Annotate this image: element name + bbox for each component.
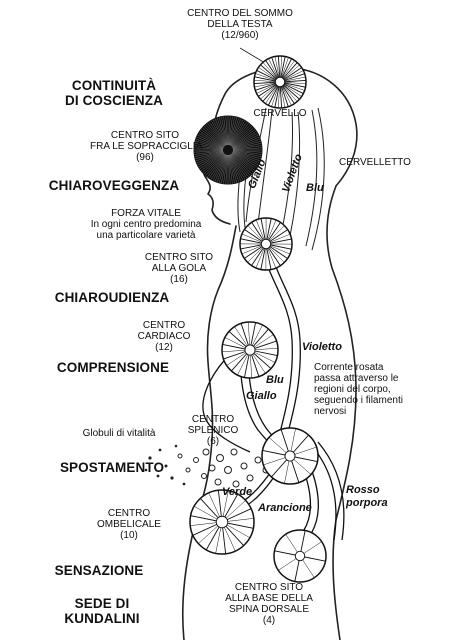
label-base-center: CENTRO SITO ALLA BASE DELLA SPINA DORSAL… xyxy=(214,582,324,626)
flow-purple-line1: Rosso xyxy=(346,484,380,496)
note-vital-force-line2: In ogni centro predomina xyxy=(90,219,202,230)
flow-orange: Arancione xyxy=(258,502,312,514)
label-throat-center: CENTRO SITO ALLA GOLA (16) xyxy=(134,252,224,285)
label-navel-line2: OMBELICALE xyxy=(97,519,161,530)
label-crown-center: CENTRO DEL SOMMO DELLA TESTA (12/960) xyxy=(180,8,300,41)
back-outline xyxy=(326,185,357,640)
label-spleen-line1: CENTRO xyxy=(191,414,235,425)
front-outline xyxy=(181,225,237,640)
faculty-continuity-line1: CONTINUITÀ xyxy=(71,78,157,93)
label-cerebellum: CERVELLETTO xyxy=(339,157,411,168)
flow-blue-upper: Blu xyxy=(306,182,324,194)
label-crown-line2: DELLA TESTA xyxy=(207,19,273,30)
note-rose-current-line1: Corrente rosata xyxy=(314,362,384,373)
label-crown-line3: (12/960) xyxy=(221,30,259,41)
label-heart-line3: (12) xyxy=(155,342,173,353)
heart-chakra-icon xyxy=(221,321,279,379)
label-spleen-line2: SPLENICO xyxy=(187,425,239,436)
flow-yellow-lower: Giallo xyxy=(246,390,277,402)
label-navel-center: CENTRO OMBELICALE (10) xyxy=(84,508,174,541)
note-vital-force-line3: una particolare varietà xyxy=(96,230,196,241)
flow-purple: Rosso porpora xyxy=(346,484,388,510)
faculty-clairaudience: CHIAROUDIENZA xyxy=(54,290,170,305)
note-rose-current: Corrente rosata passa attraverso le regi… xyxy=(314,362,434,417)
note-vital-force-line1: FORZA VITALE xyxy=(111,208,181,219)
faculty-kundalini-line2: KUNDALINI xyxy=(64,611,140,626)
label-brain: CERVELLO xyxy=(253,108,307,119)
note-rose-current-line2: passa attraverso le xyxy=(314,373,399,384)
faculty-clairvoyance: CHIAROVEGGENZA xyxy=(48,178,180,193)
label-base-line2: ALLA BASE DELLA xyxy=(225,593,313,604)
brow-chakra-icon xyxy=(193,115,263,185)
label-spleen-line3: (6) xyxy=(206,436,220,447)
faculty-continuity-line2: DI COSCIENZA xyxy=(65,93,163,108)
note-vitality-globules: Globuli di vitalità xyxy=(82,428,156,439)
faculty-comprehension: COMPRENSIONE xyxy=(56,360,170,375)
label-base-line3: SPINA DORSALE xyxy=(228,604,310,615)
flow-green: Verde xyxy=(222,486,253,498)
faculty-continuity: CONTINUITÀ DI COSCIENZA xyxy=(54,78,174,108)
faculty-sensation: SENSAZIONE xyxy=(54,563,144,578)
label-spleen-center: CENTRO SPLENICO (6) xyxy=(178,414,248,447)
note-vital-force: FORZA VITALE In ogni centro predomina un… xyxy=(66,208,226,241)
throat-chakra-icon xyxy=(239,217,293,271)
label-brow-line3: (96) xyxy=(136,152,154,163)
label-base-line1: CENTRO SITO xyxy=(234,582,304,593)
label-navel-line1: CENTRO xyxy=(107,508,151,519)
label-throat-line1: CENTRO SITO xyxy=(144,252,214,263)
label-navel-line3: (10) xyxy=(120,530,138,541)
faculty-displacement: SPOSTAMENTO xyxy=(59,460,165,475)
crown-chakra-icon xyxy=(253,55,307,109)
label-brow-center: CENTRO SITO FRA LE SOPRACCIGLIA (96) xyxy=(90,130,203,163)
base-chakra-icon xyxy=(273,529,327,583)
note-rose-current-line3: regioni del corpo, xyxy=(314,384,391,395)
spleen-chakra-icon xyxy=(261,427,319,485)
faculty-kundalini: SEDE DI KUNDALINI xyxy=(42,596,162,626)
label-brow-line1: CENTRO SITO xyxy=(110,130,180,141)
vitality-globules xyxy=(177,448,270,488)
label-heart-line2: CARDIACO xyxy=(137,331,191,342)
flow-blue-lower: Blu xyxy=(266,374,284,386)
globule-specks xyxy=(144,444,186,486)
navel-chakra-icon xyxy=(189,489,255,555)
flow-violet-lower: Violetto xyxy=(302,341,342,353)
label-throat-line3: (16) xyxy=(170,274,188,285)
label-heart-center: CENTRO CARDIACO (12) xyxy=(124,320,204,353)
note-rose-current-line4: seguendo i filamenti xyxy=(314,395,403,406)
label-heart-line1: CENTRO xyxy=(142,320,186,331)
label-brow-line2: FRA LE SOPRACCIGLIA xyxy=(90,141,203,152)
faculty-kundalini-line1: SEDE DI xyxy=(74,596,130,611)
label-crown-line1: CENTRO DEL SOMMO xyxy=(187,8,293,19)
note-rose-current-line5: nervosi xyxy=(314,406,347,417)
label-base-line4: (4) xyxy=(262,615,276,626)
label-throat-line2: ALLA GOLA xyxy=(151,263,207,274)
flow-purple-line2: porpora xyxy=(346,497,388,509)
